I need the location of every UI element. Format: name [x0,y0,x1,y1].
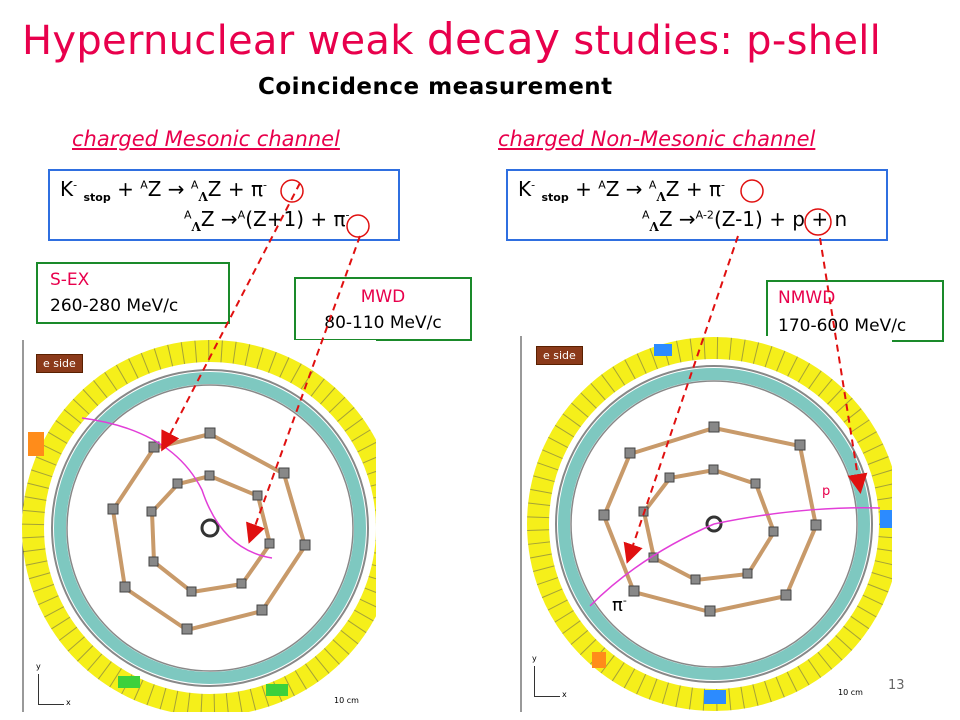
circle-pion-right [740,179,764,203]
non-mesonic-equation-box: K- stop + AZ → AΛZ + π- AΛZ →A-2(Z-1) + … [506,169,888,241]
mesonic-equation-2: AΛZ →A(Z+1) + π- [184,207,350,234]
proton-track [713,507,881,525]
s-ex-title: S-EX [50,270,90,290]
drift-chamber-ring [54,372,366,684]
pion-track [589,523,715,607]
mwd-range: 80-110 MeV/c [324,313,442,333]
title-part-1: Hypernuclear weak [22,18,427,64]
pion-label: π- [612,594,627,616]
y-axis-label: y [532,654,537,663]
title-decay: decay [426,14,561,65]
arrow-proton [819,237,868,494]
drift-chamber-ring [558,368,870,680]
subtitle: Coincidence measurement [258,74,613,100]
proton-label: p [822,484,831,499]
e-side-label: e side [36,354,83,373]
circle-proton [804,208,832,236]
scale-label-left: 10 cm [334,696,359,705]
mwd-title: MWD [360,287,406,307]
non-mesonic-detector-view: e side p π- y x 10 cm [520,336,892,712]
title-part-2: studies: p-shell [560,18,882,64]
arrow-pion-mesonic [161,182,301,452]
page-number: 13 [888,678,905,693]
x-axis-label: x [562,690,567,699]
circle-pion-left-2 [346,214,370,238]
nmwd-range: 170-600 MeV/c [778,316,907,336]
mesonic-detector-view: e side y x 10 cm [22,340,376,712]
e-side-label: e side [536,346,583,365]
x-axis-label: x [66,698,71,707]
nmwd-title: NMWD [778,288,836,308]
non-mesonic-equation-1: K- stop + AZ → AΛZ + π- [518,177,725,204]
mesonic-equation-box: K- stop + AZ → AΛZ + π- AΛZ →A(Z+1) + π- [48,169,400,241]
s-ex-box: S-EX 260-280 MeV/c [36,262,230,324]
scale-label-right: 10 cm [838,688,863,697]
page-title: Hypernuclear weak decay studies: p-shell [22,14,881,65]
outer-calorimeter-ring [22,340,376,712]
nmwd-box: NMWD 170-600 MeV/c [766,280,944,342]
arrow-pion-mwd [246,235,361,544]
non-mesonic-channel-label: charged Non-Mesonic channel [498,127,816,151]
mwd-box: MWD 80-110 MeV/c [294,277,472,341]
pion-track [81,417,273,559]
mesonic-equation-1: K- stop + AZ → AΛZ + π- [60,177,267,204]
circle-pion-left [280,179,304,203]
s-ex-range: 260-280 MeV/c [50,296,179,316]
mesonic-channel-label: charged Mesonic channel [72,127,340,151]
arrow-pion-non-mesonic [623,235,739,564]
y-axis-label: y [36,662,41,671]
